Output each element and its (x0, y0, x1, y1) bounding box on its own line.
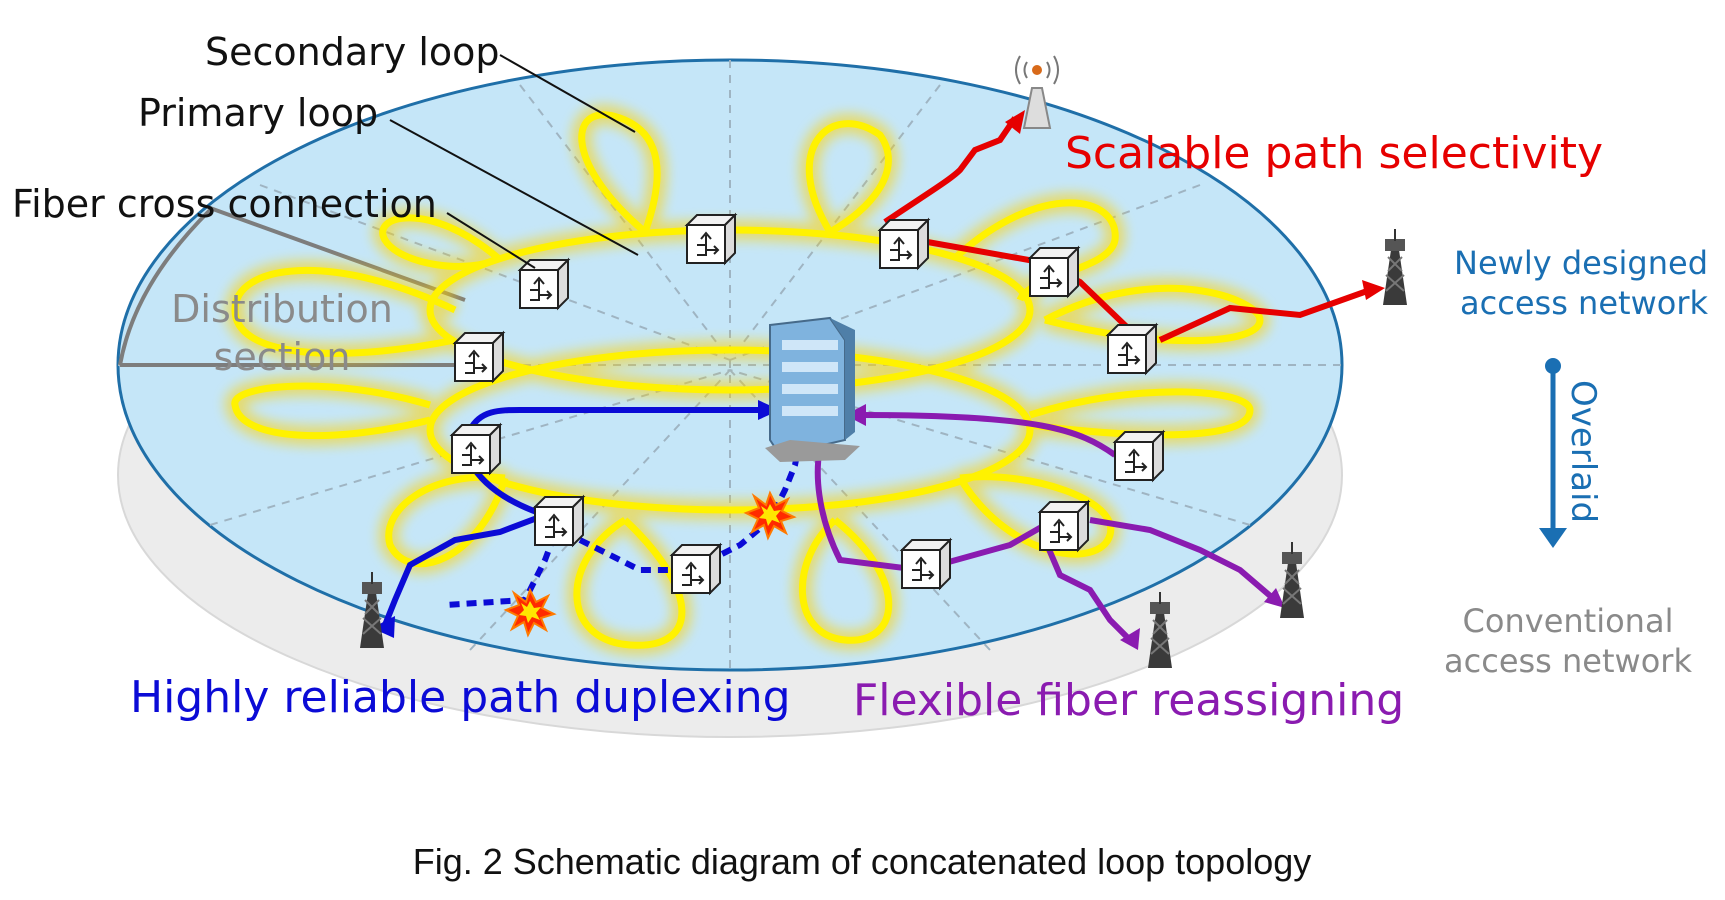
newly-designed-network-label-line2: access network (1460, 284, 1708, 322)
conventional-network-label-line1: Conventional (1463, 602, 1674, 640)
fiber-cross-connect-box-icon (671, 544, 721, 594)
figure-caption: Fig. 2 Schematic diagram of concatenated… (413, 841, 1312, 882)
radio-tower-icon (1382, 228, 1408, 306)
leader-lines (389, 54, 639, 269)
distribution-section-label-line1: Distribution (171, 287, 393, 331)
fiber-cross-connect-box-icon (1039, 501, 1089, 551)
scalable-path-selectivity-label: Scalable path selectivity (1065, 128, 1603, 179)
primary-loop-label: Primary loop (138, 91, 378, 135)
distribution-section-wedge (118, 206, 466, 367)
fiber-cross-connect-box-icon (901, 539, 951, 589)
fiber-cross-connect-box-icon (879, 219, 929, 269)
office-building-icon (765, 316, 860, 462)
antenna-icon (1015, 55, 1059, 129)
conventional-network-label-line2: access network (1444, 642, 1692, 680)
scalable-path-arrowheads (1005, 110, 1385, 300)
newly-designed-network-label-line1: Newly designed (1454, 244, 1708, 282)
fiber-cross-connect-box-icon (1029, 247, 1079, 297)
fiber-cross-connect-box-icon (534, 496, 584, 546)
secondary-loop-label: Secondary loop (205, 30, 500, 74)
fiber-cross-connect-box-icon (1107, 324, 1157, 374)
fiber-cross-connect-box-icon (519, 259, 569, 309)
fiber-cross-connect-box-icon (686, 214, 736, 264)
fiber-cross-connect-box-icon (454, 332, 504, 382)
highly-reliable-path-duplexing-label: Highly reliable path duplexing (130, 672, 791, 723)
fiber-cross-connect-box-icon (1114, 431, 1164, 481)
distribution-section-label-line2: section (214, 335, 351, 379)
fiber-cross-connect-box-icon (451, 424, 501, 474)
overlaid-arrow (1539, 358, 1567, 548)
flexible-fiber-reassigning-label: Flexible fiber reassigning (853, 675, 1404, 726)
flexible-path-arrowheads (845, 404, 1285, 650)
overlaid-label: Overlaid (1563, 380, 1603, 523)
fiber-cross-connection-label: Fiber cross connection (12, 182, 437, 226)
